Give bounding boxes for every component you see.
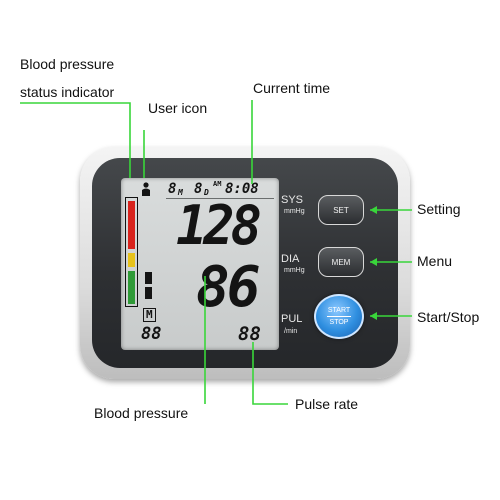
diastolic-reading: 86	[196, 255, 260, 320]
segment-mark-2	[145, 287, 152, 299]
sys-label: SYS	[281, 194, 304, 206]
day-value: 8	[194, 181, 203, 197]
sys-unit: mmHg	[284, 208, 305, 215]
set-button-label: SET	[333, 205, 349, 215]
month-unit: M	[178, 188, 183, 197]
stop-label: STOP	[329, 319, 349, 326]
systolic-reading: 128	[176, 194, 262, 258]
pulse-rate-label: Pulse rate	[295, 396, 359, 412]
current-time-label: Current time	[253, 80, 331, 96]
segment-mark-1	[145, 272, 152, 284]
indicator-red-segment	[128, 201, 135, 249]
pul-unit: /min	[284, 328, 298, 335]
status-indicator-label-line1: Blood pressure	[20, 56, 115, 72]
status-indicator-label-line2: status indicator	[20, 84, 115, 100]
mem-button-label: MEM	[331, 257, 351, 267]
user-icon-label: User icon	[148, 100, 208, 116]
start-stop-label: Start/Stop	[417, 309, 480, 325]
am-pm-indicator: AM	[213, 180, 222, 188]
day-unit: D	[204, 188, 209, 197]
setting-label: Setting	[417, 201, 461, 217]
dia-unit: mmHg	[284, 267, 305, 274]
time-row-divider	[166, 198, 274, 199]
start-stop-divider	[327, 316, 351, 317]
blood-pressure-label: Blood pressure	[94, 405, 189, 421]
mem-button[interactable]: MEM	[318, 247, 364, 277]
user-icon	[141, 182, 151, 196]
set-button[interactable]: SET	[318, 195, 364, 225]
current-time-value: 8:08	[225, 181, 259, 197]
dia-label: DIA	[281, 253, 300, 265]
bp-status-indicator	[125, 197, 138, 307]
menu-label: Menu	[417, 253, 453, 269]
indicator-green-segment	[128, 271, 135, 304]
pulse-reading: 88	[238, 323, 261, 345]
pul-label: PUL	[281, 313, 303, 325]
start-label: START	[327, 307, 351, 314]
memory-flag: M	[143, 308, 156, 322]
memory-number: 88	[141, 324, 162, 344]
start-stop-button[interactable]: START STOP	[314, 294, 364, 339]
month-value: 8	[168, 181, 177, 197]
indicator-yellow-segment	[128, 253, 135, 267]
